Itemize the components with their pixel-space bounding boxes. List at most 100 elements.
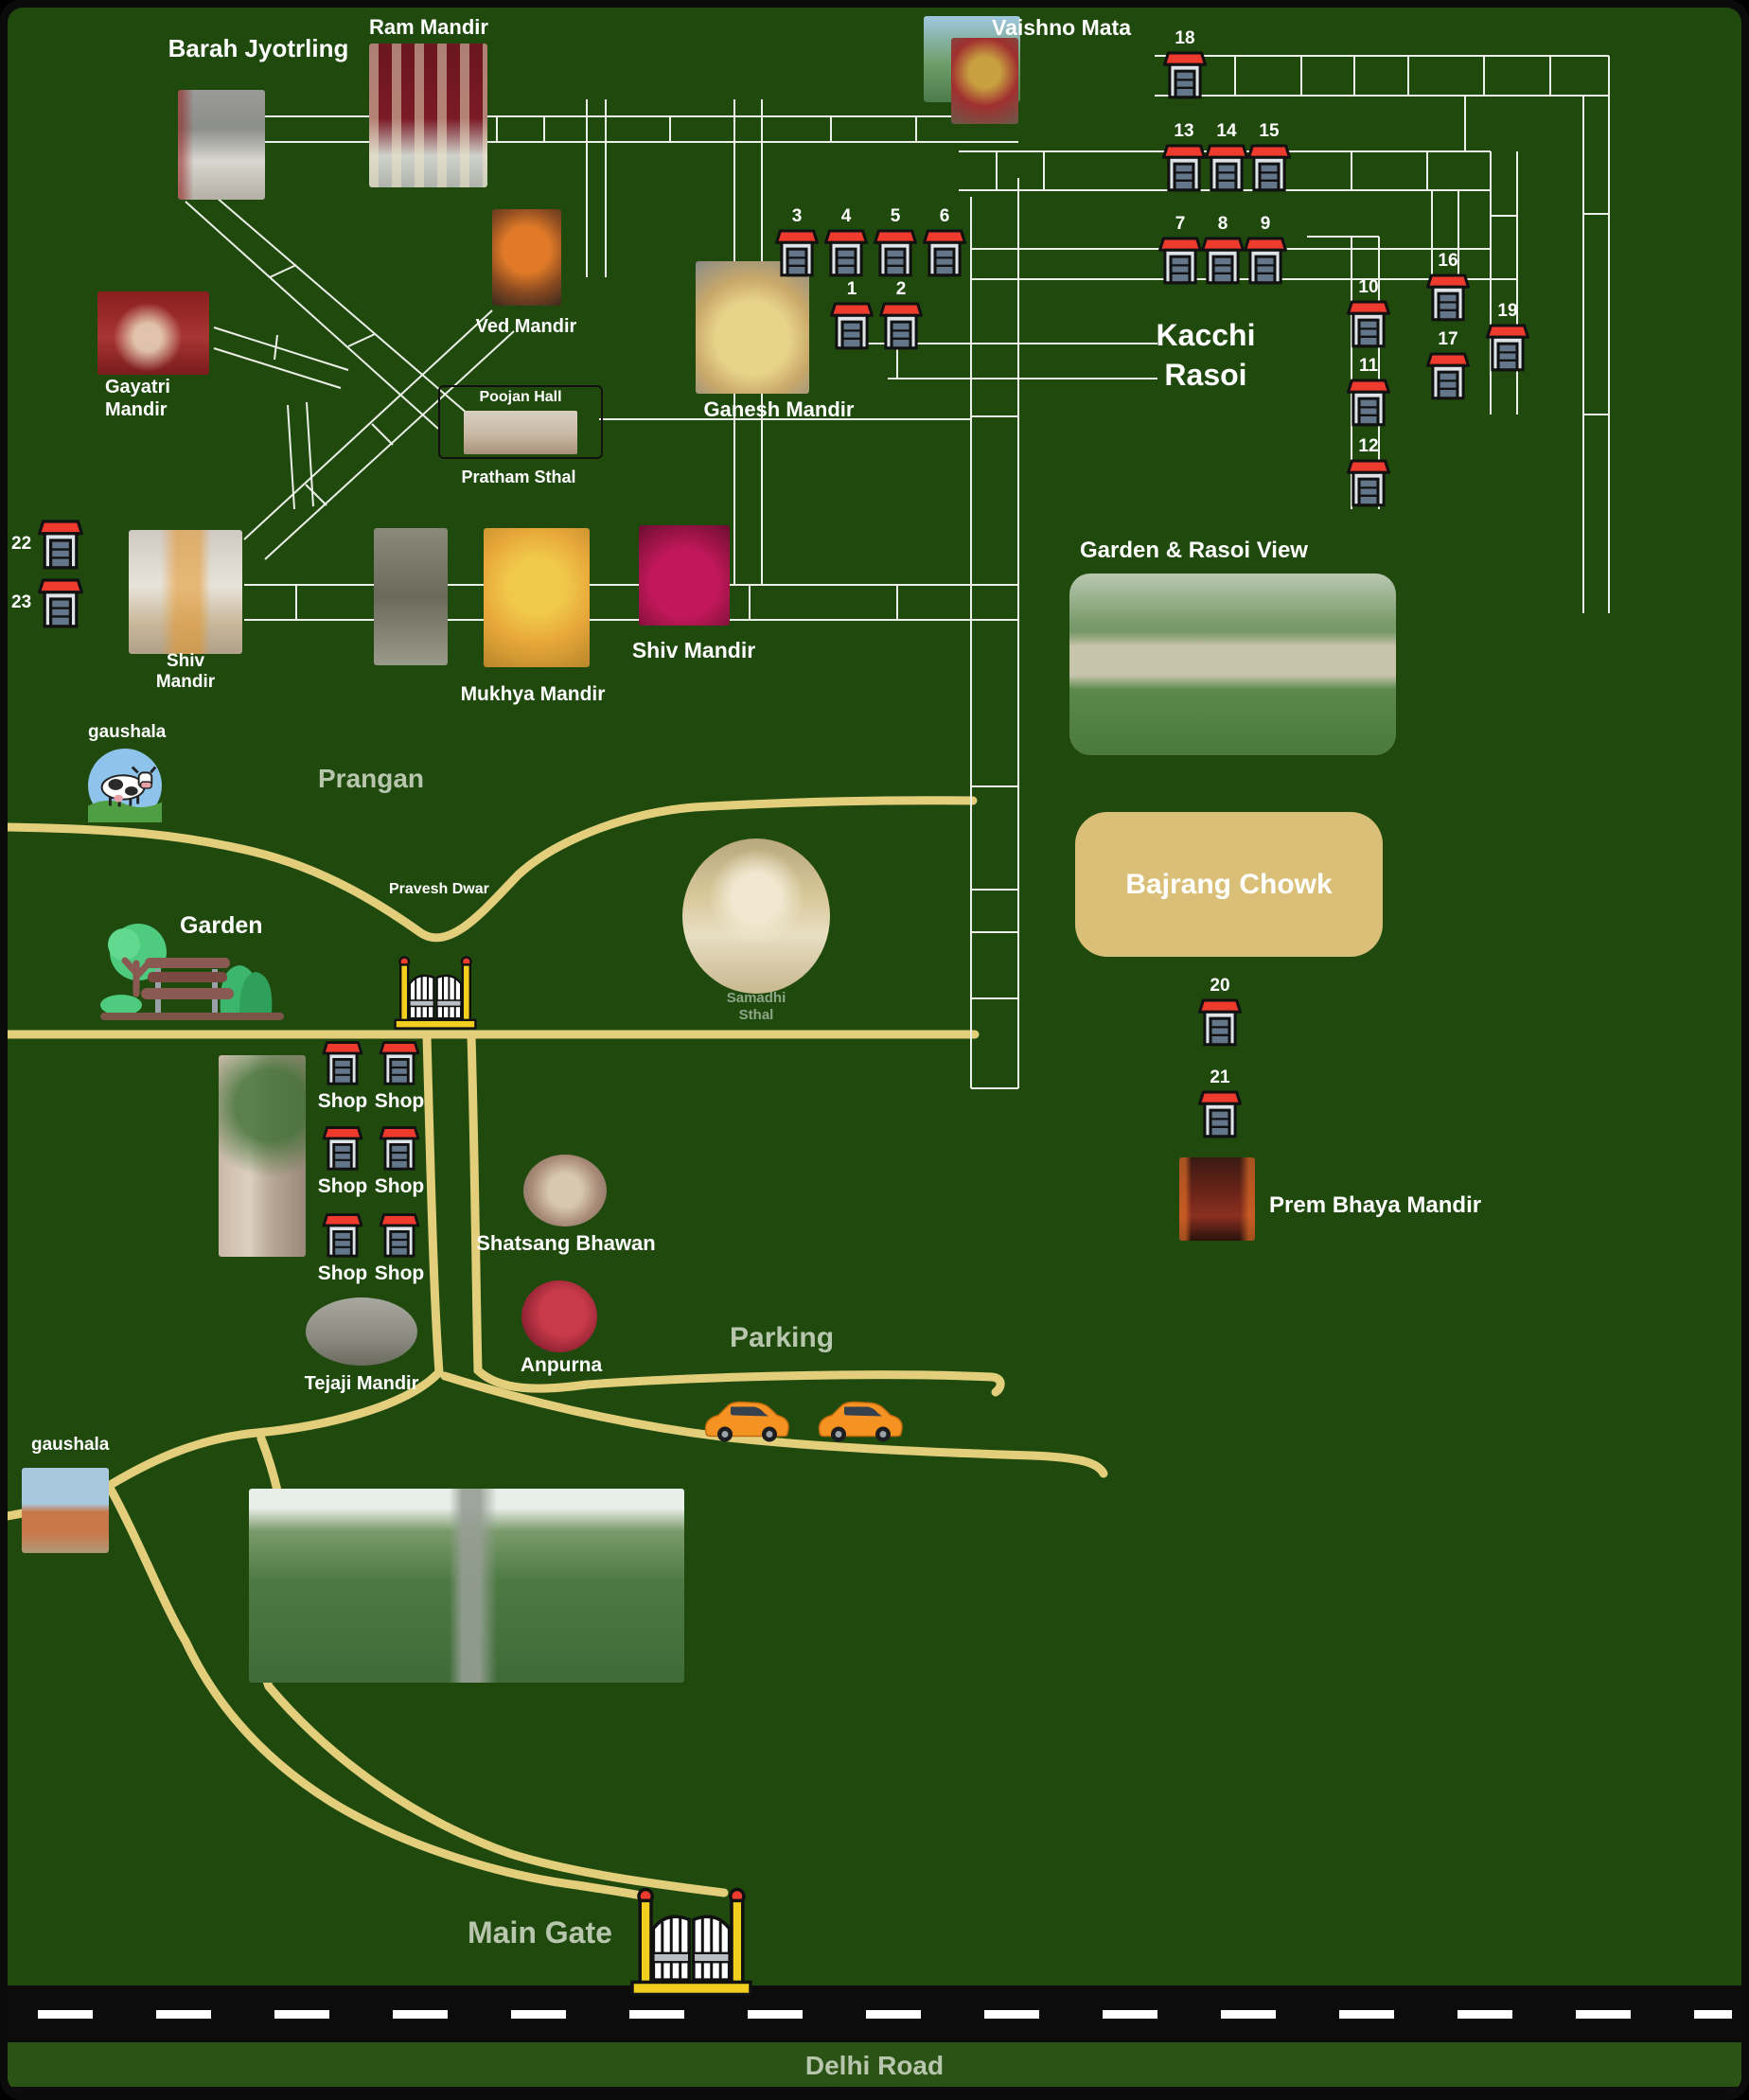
shop-number: 18 <box>1175 28 1195 48</box>
shop-label: Shop <box>374 1262 425 1284</box>
shop-number: 20 <box>1210 976 1230 996</box>
shop-number: 3 <box>791 206 803 226</box>
temple-complex-map: Poojan Hall Bajrang Chowk Ram Mandir Bar… <box>8 8 1741 2092</box>
shop-icon <box>1486 321 1529 374</box>
shop-label: Shop <box>317 1262 368 1284</box>
gaushala-gate-photo <box>22 1468 109 1553</box>
prem-bhaya-mandir-label: Prem Bhaya Mandir <box>1269 1192 1482 1218</box>
street-photo <box>219 1055 306 1257</box>
shop-label: Shop <box>374 1175 425 1197</box>
vaishno-mata-photo <box>951 38 1018 124</box>
shop-marker-10: 10 <box>1344 277 1393 350</box>
garden-rasoi-view-photo <box>1069 574 1396 755</box>
shop-number: 9 <box>1260 214 1271 234</box>
shop-icon <box>1426 271 1470 324</box>
shop-stall: Shop <box>316 1124 369 1198</box>
shatsang-bhawan-label: Shatsang Bhawan <box>476 1231 656 1255</box>
shop-number: 12 <box>1358 436 1379 456</box>
shop-number: 22 <box>11 534 32 554</box>
shop-icon <box>923 226 966 279</box>
shop-icon <box>1347 376 1390 429</box>
shop-marker-4: 4 <box>822 206 871 279</box>
shop-label: Shop <box>317 1175 368 1197</box>
shop-marker-11: 11 <box>1344 356 1393 429</box>
anpurna-photo <box>521 1280 597 1352</box>
shop-icon <box>1347 297 1390 350</box>
barah-jyotrling-label: Barah Jyotrling <box>168 34 349 62</box>
tejaji-mandir-photo <box>306 1297 417 1366</box>
shop-marker-23: 23 <box>11 575 83 630</box>
shop-marker-16: 16 <box>1423 251 1473 324</box>
delhi-road-strip <box>8 2042 1741 2087</box>
shop-icon <box>322 1211 363 1259</box>
shop-marker-20: 20 <box>1195 976 1245 1049</box>
shop-number: 14 <box>1216 121 1237 141</box>
mukhya-mandir-photo <box>484 528 590 667</box>
shop-stall: Shop <box>316 1211 369 1285</box>
shop-icon <box>1205 141 1248 194</box>
ved-mandir-label: Ved Mandir <box>475 316 577 337</box>
shop-marker-22: 22 <box>11 517 83 572</box>
shop-stall: Shop <box>373 1124 426 1198</box>
road-center-dashes <box>38 2010 1732 2019</box>
shop-marker-8: 8 <box>1198 214 1247 287</box>
shop-icon <box>1163 48 1207 101</box>
shop-number: 19 <box>1497 301 1518 321</box>
shop-icon <box>1244 234 1287 287</box>
shop-marker-3: 3 <box>772 206 822 279</box>
valley-road-photo <box>249 1489 684 1683</box>
shop-number: 13 <box>1174 121 1194 141</box>
shop-marker-12: 12 <box>1344 436 1393 509</box>
shop-number: 23 <box>11 592 32 612</box>
shop-marker-9: 9 <box>1241 214 1290 287</box>
poojan-hall-photo <box>464 411 577 454</box>
anpurna-label: Anpurna <box>520 1354 603 1376</box>
ganesh-mandir-label: Ganesh Mandir <box>703 397 855 421</box>
prem-bhaya-mandir-photo <box>1179 1157 1255 1241</box>
main-gate-icon <box>627 1886 755 1998</box>
barah-jyotrling-photo <box>178 90 265 200</box>
ram-mandir-photo <box>369 44 487 187</box>
bajrang-chowk: Bajrang Chowk <box>1075 812 1383 957</box>
cow-icon <box>88 749 162 822</box>
shop-number: 10 <box>1358 277 1379 297</box>
shop-marker-7: 7 <box>1156 214 1205 287</box>
shop-number: 5 <box>890 206 901 226</box>
shop-number: 17 <box>1438 329 1458 349</box>
tejaji-mandir-label: Tejaji Mandir <box>304 1373 419 1394</box>
shiv-mandir-left-label: Shiv Mandir <box>155 651 216 693</box>
shop-stall: Shop <box>373 1039 426 1113</box>
white-roads <box>185 55 1610 1089</box>
shop-number: 1 <box>846 279 857 299</box>
shop-marker-14: 14 <box>1202 121 1251 194</box>
shop-icon <box>379 1039 420 1086</box>
shop-marker-1: 1 <box>827 279 876 352</box>
poojan-hall-box: Poojan Hall <box>438 385 603 459</box>
shop-marker-15: 15 <box>1245 121 1294 194</box>
shop-icon <box>322 1124 363 1172</box>
shop-number: 11 <box>1358 356 1379 376</box>
shiv-mandir-right-photo <box>639 525 730 626</box>
shop-number: 6 <box>939 206 950 226</box>
pratham-sthal-label: Pratham Sthal <box>461 468 576 486</box>
tan-roads <box>8 796 1108 1901</box>
shop-marker-5: 5 <box>871 206 920 279</box>
kacchi-rasoi-label: Kacchi Rasoi <box>1156 318 1256 392</box>
poojan-hall-label: Poojan Hall <box>479 389 562 405</box>
shop-stall: Shop <box>373 1211 426 1285</box>
temple-statue-photo <box>374 528 448 665</box>
vaishno-mata-label: Vaishno Mata <box>992 15 1131 40</box>
shop-number: 16 <box>1438 251 1458 271</box>
shop-icon <box>379 1124 420 1172</box>
shop-icon <box>1347 456 1390 509</box>
delhi-road-label: Delhi Road <box>804 2051 945 2080</box>
shop-icon <box>1426 349 1470 402</box>
shop-marker-2: 2 <box>876 279 926 352</box>
shop-number: 21 <box>1210 1068 1230 1087</box>
shop-marker-17: 17 <box>1423 329 1473 402</box>
shop-icon <box>38 517 83 572</box>
shop-icon <box>775 226 819 279</box>
car-icon <box>813 1394 908 1444</box>
shop-icon <box>1198 1087 1242 1140</box>
shop-icon <box>1158 234 1202 287</box>
